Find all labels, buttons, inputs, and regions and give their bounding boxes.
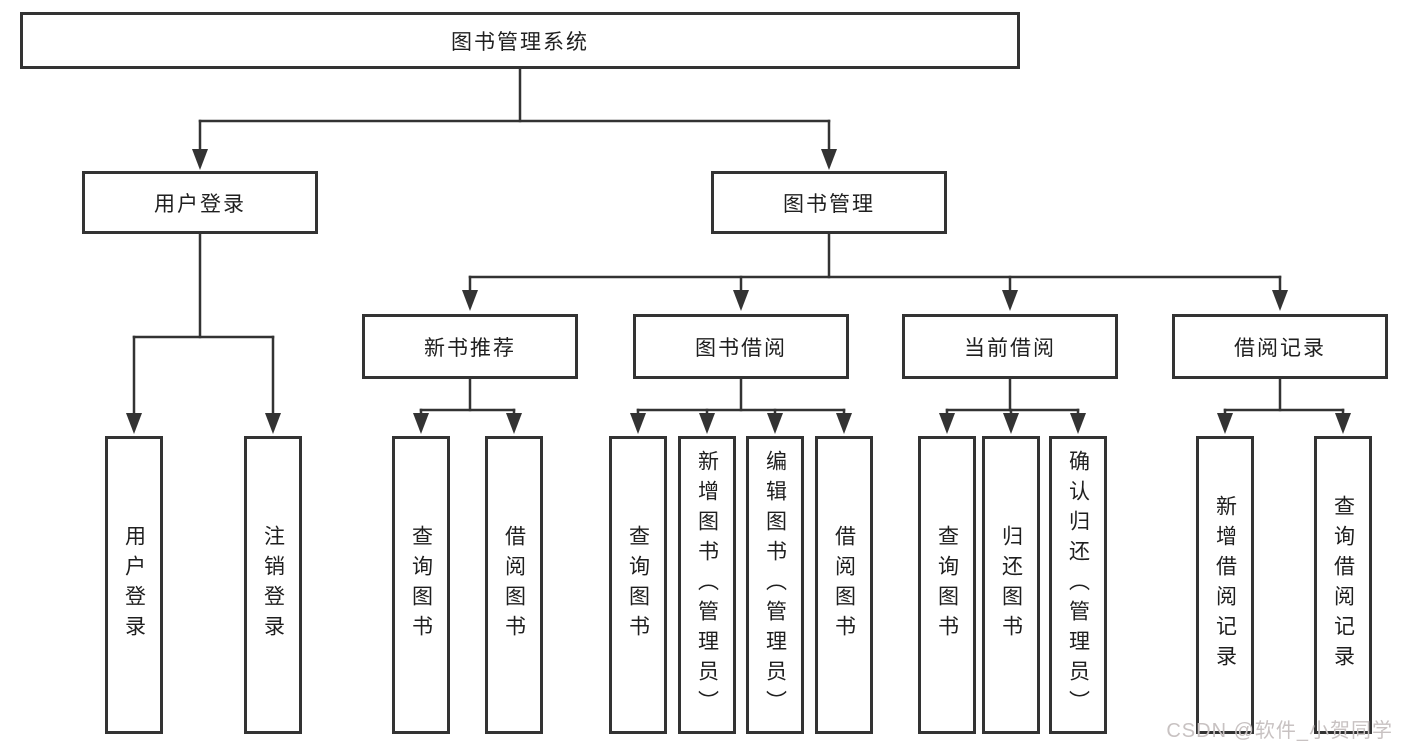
arrowhead-borrow-books-2 xyxy=(836,413,852,434)
node-borrow-books-under-recommendation: 借阅图书 xyxy=(485,436,543,734)
arrowhead-add-books xyxy=(699,413,715,434)
arrowhead-add-record xyxy=(1217,413,1233,434)
arrowhead-logout-leaf xyxy=(265,413,281,434)
node-new-book-recommendation: 新书推荐 xyxy=(362,314,578,379)
arrowhead-confirm-return xyxy=(1070,413,1086,434)
arrowhead-user-login xyxy=(192,149,208,170)
arrowhead-query-books-3 xyxy=(939,413,955,434)
arrowhead-edit-books xyxy=(767,413,783,434)
node-logout-leaf: 注销登录 xyxy=(244,436,302,734)
arrowhead-query-books-2 xyxy=(630,413,646,434)
arrowhead-borrowing-records xyxy=(1272,290,1288,311)
node-user-login-leaf: 用户登录 xyxy=(105,436,163,734)
node-user-login: 用户登录 xyxy=(82,171,318,234)
node-current-borrowing: 当前借阅 xyxy=(902,314,1118,379)
node-query-books-under-borrowing: 查询图书 xyxy=(609,436,667,734)
node-confirm-return-admin: 确认归还（管理员） xyxy=(1049,436,1107,734)
arrowhead-query-record xyxy=(1335,413,1351,434)
arrowhead-current-borrowing xyxy=(1002,290,1018,311)
node-query-books-under-recommendation: 查询图书 xyxy=(392,436,450,734)
arrowhead-book-management xyxy=(821,149,837,170)
node-borrowing-records: 借阅记录 xyxy=(1172,314,1388,379)
node-edit-books-admin: 编辑图书（管理员） xyxy=(746,436,804,734)
arrowhead-book-borrowing xyxy=(733,290,749,311)
node-query-borrowing-record: 查询借阅记录 xyxy=(1314,436,1372,734)
arrowhead-query-books-1 xyxy=(413,413,429,434)
arrowhead-borrow-books-1 xyxy=(506,413,522,434)
node-book-borrowing: 图书借阅 xyxy=(633,314,849,379)
arrowhead-user-login-leaf xyxy=(126,413,142,434)
node-add-borrowing-record: 新增借阅记录 xyxy=(1196,436,1254,734)
node-root: 图书管理系统 xyxy=(20,12,1020,69)
node-borrow-books-under-borrowing: 借阅图书 xyxy=(815,436,873,734)
watermark-text: CSDN @软件_小贺同学 xyxy=(1166,720,1393,742)
arrowhead-new-book xyxy=(462,290,478,311)
node-add-books-admin: 新增图书（管理员） xyxy=(678,436,736,734)
node-book-management: 图书管理 xyxy=(711,171,947,234)
arrowhead-return-books xyxy=(1003,413,1019,434)
node-return-books: 归还图书 xyxy=(982,436,1040,734)
node-query-books-under-current: 查询图书 xyxy=(918,436,976,734)
